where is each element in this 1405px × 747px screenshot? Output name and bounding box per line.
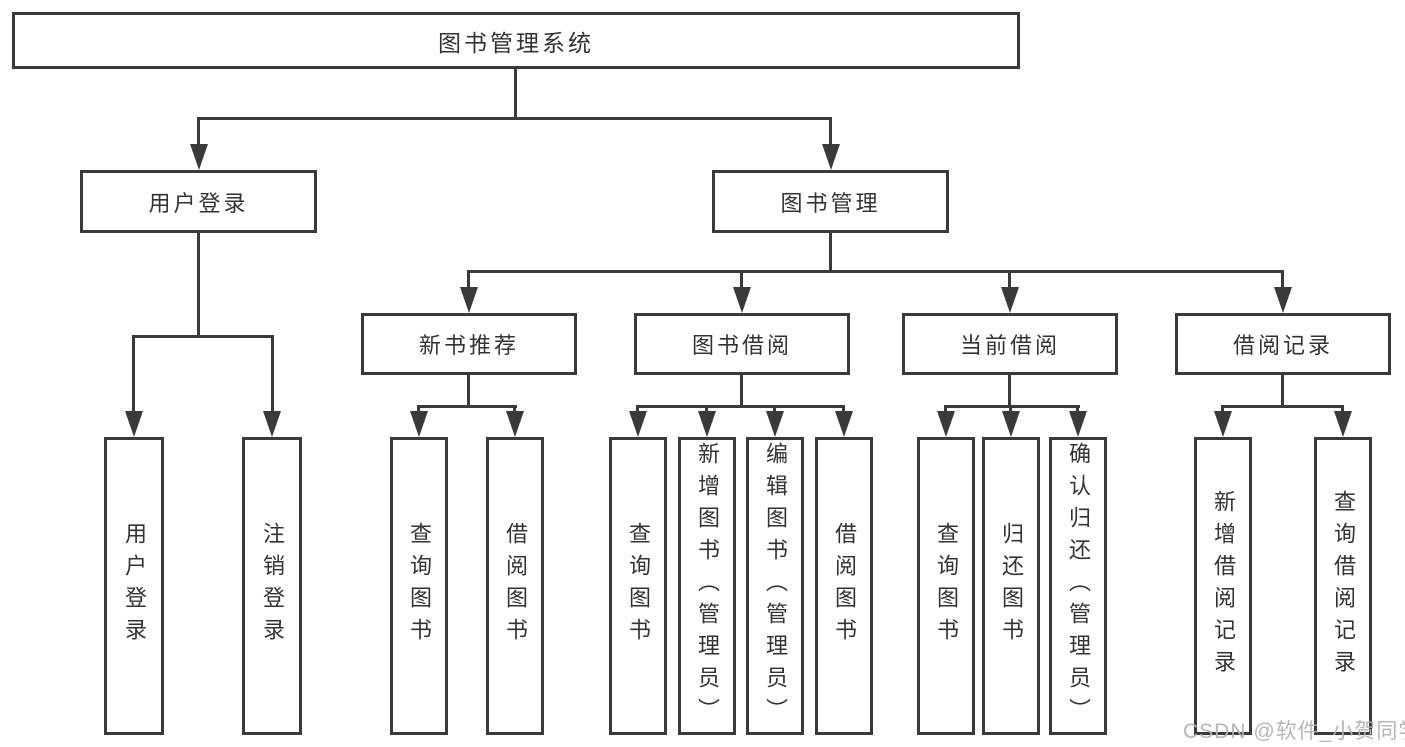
leaf-logout-label: 注销登录 [260, 522, 285, 650]
connector-line [1281, 270, 1284, 289]
arrow-down-icon [1001, 287, 1019, 313]
arrow-down-icon [1274, 287, 1292, 313]
arrow-down-icon [766, 411, 784, 437]
connector-line [133, 335, 274, 338]
leaf-newbooks-query-books-label: 查询图书 [407, 522, 432, 650]
connector-line [773, 405, 776, 414]
node-new-book-recommend: 新书推荐 [361, 313, 577, 375]
leaf-records-query-record-label: 查询借阅记录 [1331, 490, 1356, 682]
node-current-borrowing: 当前借阅 [902, 313, 1118, 375]
leaf-borrowing-edit-books-admin-label: 编辑图书（管理员） [763, 442, 788, 730]
connector-line [637, 405, 845, 408]
arrow-down-icon [506, 411, 524, 437]
leaf-user-login-label: 用户登录 [122, 522, 147, 650]
leaf-user-login: 用户登录 [104, 437, 164, 735]
node-book-borrowing-label: 图书借阅 [691, 333, 792, 358]
node-root-label: 图书管理系统 [438, 29, 594, 56]
connector-line [132, 335, 135, 413]
arrow-down-icon [410, 411, 428, 437]
leaf-borrowing-borrow-books: 借阅图书 [815, 437, 873, 735]
connector-line [1009, 405, 1012, 414]
connector-line [636, 405, 639, 414]
leaf-current-confirm-return-admin-label: 确认归还（管理员） [1066, 442, 1091, 730]
node-current-borrowing-label: 当前借阅 [959, 333, 1060, 358]
node-user-login: 用户登录 [80, 170, 317, 233]
node-root: 图书管理系统 [12, 12, 1020, 69]
connector-line [1008, 270, 1011, 289]
leaf-borrowing-add-books-admin-label: 新增图书（管理员） [695, 442, 720, 730]
connector-line [514, 68, 517, 118]
connector-line [842, 405, 845, 414]
leaf-current-query-books-label: 查询图书 [934, 522, 959, 650]
leaf-borrowing-edit-books-admin: 编辑图书（管理员） [746, 437, 804, 735]
connector-line [1222, 405, 1344, 408]
leaf-current-confirm-return-admin: 确认归还（管理员） [1049, 437, 1107, 735]
connector-line [829, 233, 832, 273]
leaf-borrowing-borrow-books-label: 借阅图书 [832, 522, 857, 650]
connector-line [467, 270, 1284, 273]
connector-line [197, 117, 200, 146]
arrow-down-icon [1069, 411, 1087, 437]
connector-line [197, 233, 200, 338]
connector-line [740, 270, 743, 289]
node-book-management-label: 图书管理 [780, 190, 881, 216]
arrow-down-icon [698, 411, 716, 437]
node-book-management: 图书管理 [712, 170, 949, 233]
connector-line [467, 270, 470, 289]
connector-line [740, 375, 743, 407]
arrow-down-icon [822, 144, 840, 170]
node-user-login-label: 用户登录 [148, 190, 249, 216]
leaf-records-add-record-label: 新增借阅记录 [1211, 490, 1236, 682]
leaf-logout: 注销登录 [242, 437, 302, 735]
arrow-down-icon [733, 287, 751, 313]
connector-line [829, 117, 832, 146]
leaf-current-return-books-label: 归还图书 [999, 522, 1024, 650]
arrow-down-icon [1002, 411, 1020, 437]
leaf-newbooks-borrow-books: 借阅图书 [486, 437, 544, 735]
watermark: CSDN @软件_小贺同学 [1183, 720, 1405, 743]
leaf-borrowing-query-books-label: 查询图书 [626, 522, 651, 650]
connector-line [467, 375, 470, 407]
node-borrow-records: 借阅记录 [1175, 313, 1391, 375]
leaf-borrowing-add-books-admin: 新增图书（管理员） [678, 437, 736, 735]
connector-line [418, 405, 517, 408]
arrow-down-icon [937, 411, 955, 437]
connector-line [1341, 405, 1344, 414]
node-book-borrowing: 图书借阅 [634, 313, 850, 375]
node-borrow-records-label: 借阅记录 [1232, 333, 1333, 358]
connector-line [945, 405, 1080, 408]
arrow-down-icon [263, 411, 281, 437]
arrow-down-icon [629, 411, 647, 437]
connector-line [271, 335, 274, 413]
connector-line [944, 405, 947, 414]
arrow-down-icon [835, 411, 853, 437]
leaf-records-add-record: 新增借阅记录 [1194, 437, 1252, 735]
connector-line [1076, 405, 1079, 414]
leaf-newbooks-borrow-books-label: 借阅图书 [503, 522, 528, 650]
connector-line [198, 117, 832, 120]
arrow-down-icon [1334, 411, 1352, 437]
connector-line [1281, 375, 1284, 407]
node-new-book-recommend-label: 新书推荐 [418, 333, 519, 358]
arrow-down-icon [460, 287, 478, 313]
leaf-current-return-books: 归还图书 [982, 437, 1040, 735]
leaf-newbooks-query-books: 查询图书 [390, 437, 448, 735]
connector-line [1008, 375, 1011, 407]
leaf-current-query-books: 查询图书 [917, 437, 975, 735]
arrow-down-icon [190, 144, 208, 170]
leaf-borrowing-query-books: 查询图书 [609, 437, 667, 735]
connector-line [1221, 405, 1224, 414]
connector-line [513, 405, 516, 414]
connector-line [417, 405, 420, 414]
arrow-down-icon [125, 411, 143, 437]
leaf-records-query-record: 查询借阅记录 [1314, 437, 1372, 735]
connector-line [705, 405, 708, 414]
arrow-down-icon [1214, 411, 1232, 437]
